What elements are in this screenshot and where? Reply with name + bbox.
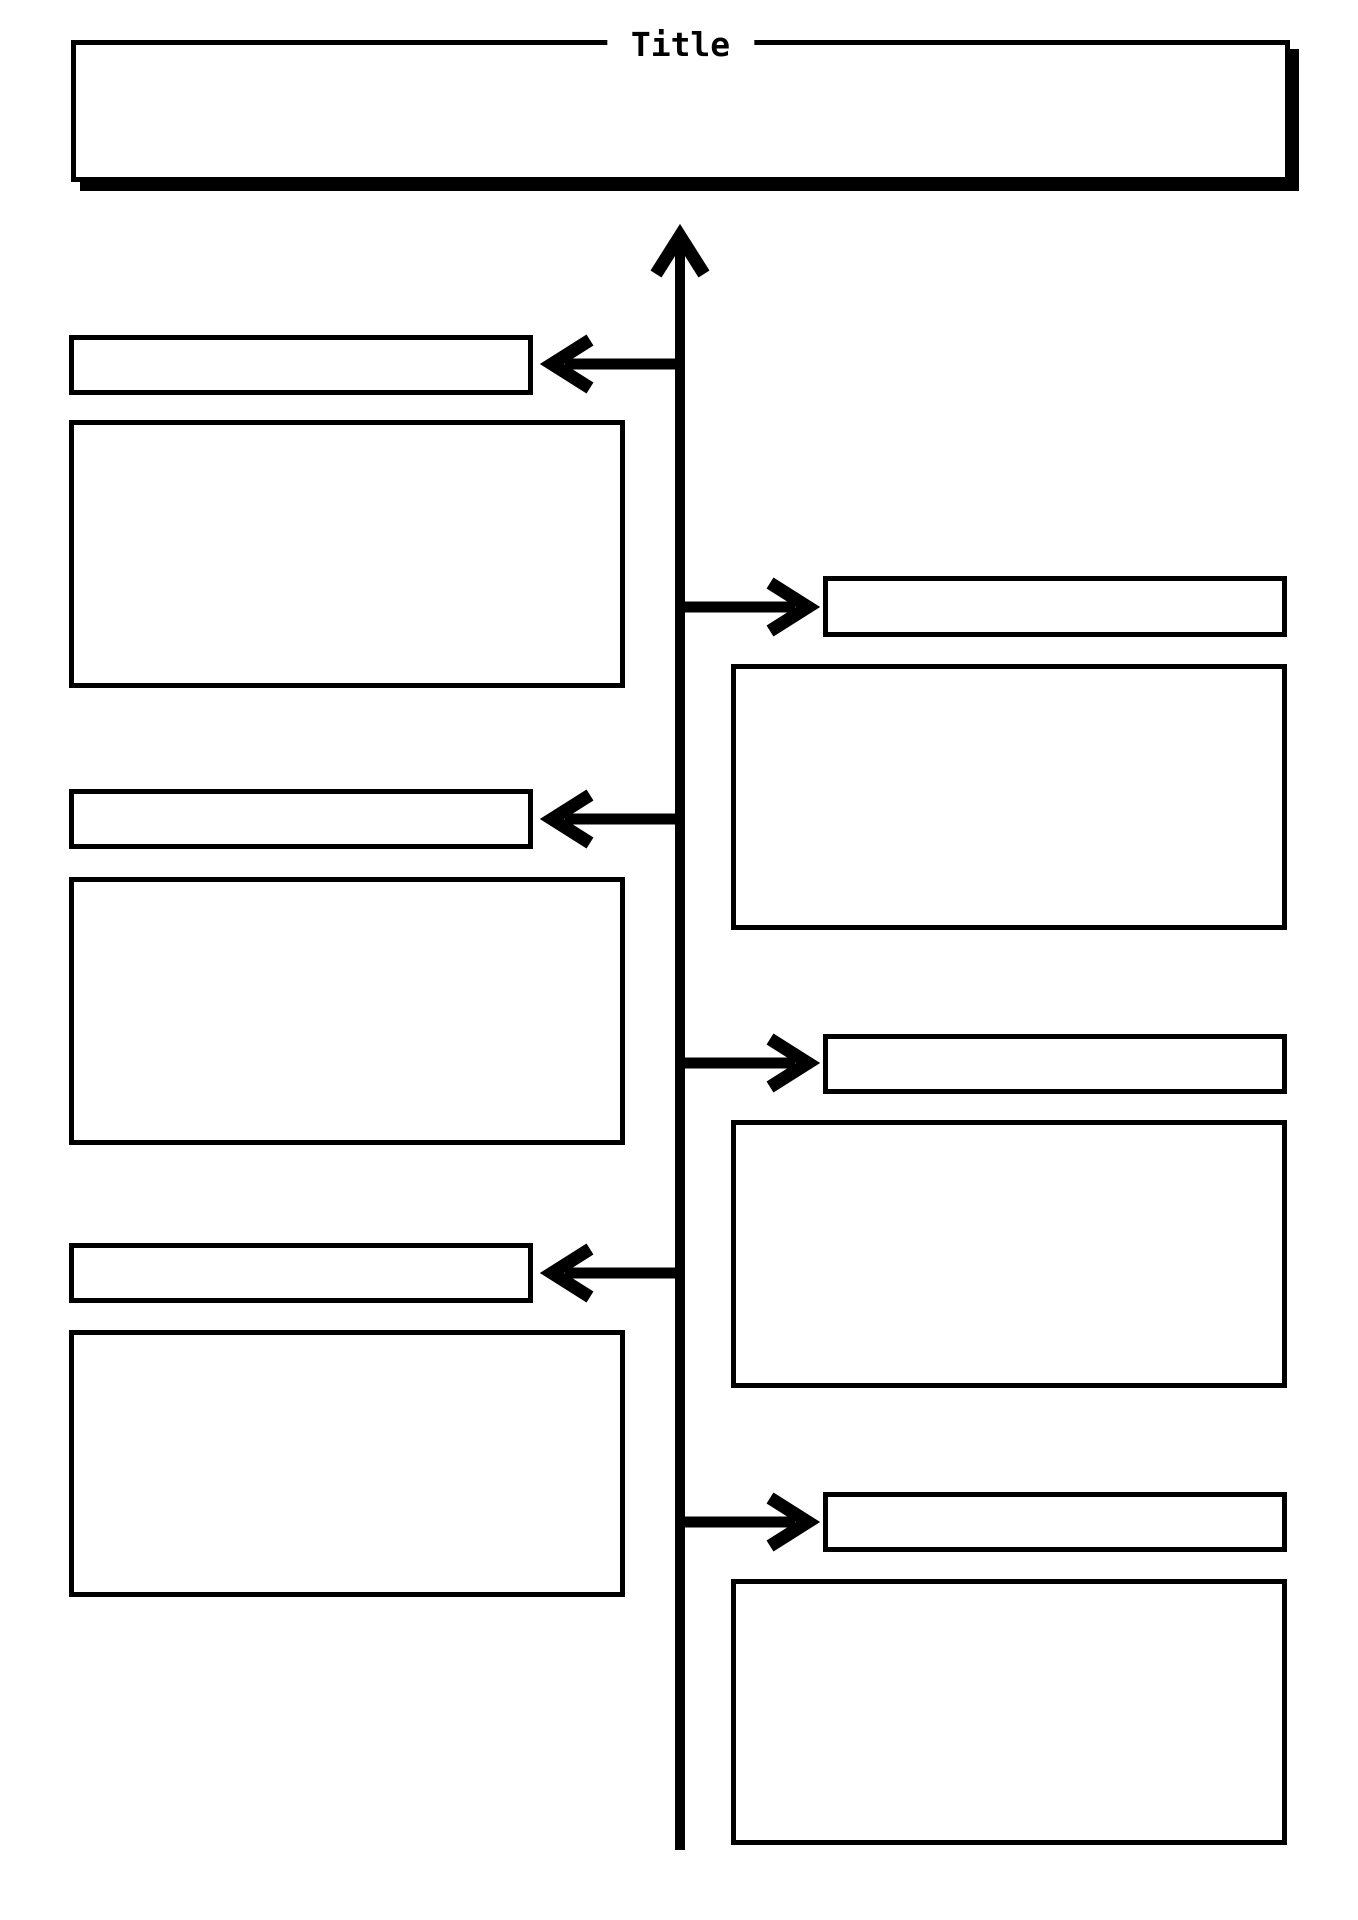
section-3-body-field[interactable] [69, 877, 625, 1145]
right-arrow-1-head-icon [766, 577, 821, 637]
title-box[interactable]: Title [71, 27, 1290, 182]
left-arrow-2-head-icon [539, 789, 594, 849]
right-arrow-3-head-icon [766, 1492, 821, 1552]
section-2-header-field[interactable] [823, 576, 1287, 637]
section-6-body-field[interactable] [731, 1579, 1287, 1845]
section-5-body-field[interactable] [69, 1330, 625, 1597]
axis-up-arrowhead-icon [650, 223, 710, 278]
section-2-body-field[interactable] [731, 664, 1287, 930]
section-3-header-field[interactable] [69, 789, 533, 849]
section-1-header-field[interactable] [69, 335, 533, 395]
section-1-body-field[interactable] [69, 420, 625, 688]
title-legend: Title [606, 27, 755, 63]
section-4-header-field[interactable] [823, 1034, 1287, 1094]
left-arrow-3-head-icon [539, 1243, 594, 1303]
right-arrow-2-head-icon [766, 1033, 821, 1093]
section-6-header-field[interactable] [823, 1492, 1287, 1552]
left-arrow-1-head-icon [539, 334, 594, 394]
section-5-header-field[interactable] [69, 1243, 533, 1303]
section-4-body-field[interactable] [731, 1120, 1287, 1388]
